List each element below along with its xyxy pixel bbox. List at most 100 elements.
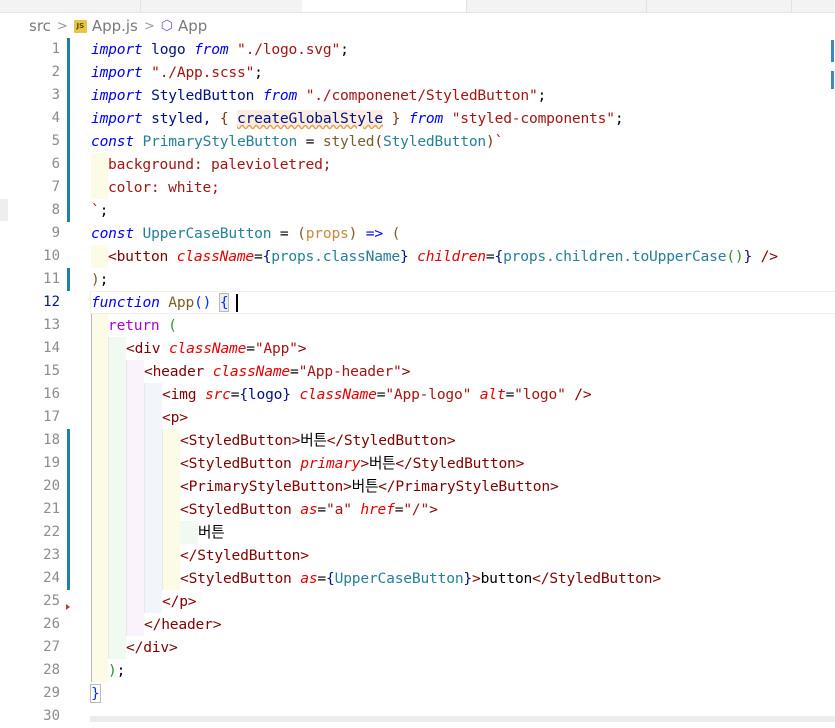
code-line[interactable]: 5 const PrimaryStyleButton = styled(Styl… bbox=[0, 130, 835, 153]
line-number: 4 bbox=[51, 110, 60, 126]
line-number: 13 bbox=[43, 317, 60, 333]
code-line[interactable]: 28 ); bbox=[0, 659, 835, 682]
code-line[interactable]: 23 </StyledButton> bbox=[0, 544, 835, 567]
code-text[interactable]: <StyledButton primary>버튼</StyledButton> bbox=[180, 455, 525, 472]
code-line[interactable]: 10 <button className={props.className} c… bbox=[0, 245, 835, 268]
code-text[interactable]: background: palevioletred; bbox=[108, 156, 332, 173]
code-text[interactable]: const PrimaryStyleButton = styled(Styled… bbox=[91, 133, 504, 150]
code-text[interactable]: } bbox=[90, 684, 101, 703]
code-text[interactable]: <div className="App"> bbox=[126, 340, 307, 357]
code-line[interactable]: 16 <img src={logo} className="App-logo" … bbox=[0, 383, 835, 406]
code-text[interactable]: return ( bbox=[108, 317, 177, 334]
git-modified-gutter bbox=[67, 429, 70, 590]
code-text[interactable]: </StyledButton> bbox=[180, 547, 309, 564]
current-line-highlight bbox=[90, 291, 835, 314]
code-text[interactable]: <PrimaryStyleButton>버튼</PrimaryStyleButt… bbox=[180, 478, 559, 495]
code-text[interactable]: </header> bbox=[144, 616, 222, 633]
tab-strip bbox=[0, 0, 835, 13]
code-line[interactable]: 2 import "./App.scss"; bbox=[0, 61, 835, 84]
code-text[interactable]: <StyledButton as="a" href="/"> bbox=[180, 501, 438, 518]
code-line[interactable]: 9 const UpperCaseButton = (props) => ( bbox=[0, 222, 835, 245]
fold-marker-icon bbox=[66, 604, 70, 610]
code-line[interactable]: 25 </p> bbox=[0, 590, 835, 613]
code-text[interactable]: <p> bbox=[162, 409, 188, 426]
code-text[interactable]: function App() { bbox=[91, 293, 230, 312]
breadcrumb-symbol[interactable]: App bbox=[178, 17, 208, 35]
horizontal-scrollbar[interactable] bbox=[90, 716, 835, 722]
tab-4[interactable] bbox=[466, 0, 647, 12]
line-number: 12 bbox=[43, 294, 60, 310]
code-line[interactable]: 8 `; bbox=[0, 199, 835, 222]
code-text[interactable]: <button className={props.className} chil… bbox=[108, 248, 778, 265]
indent-guide bbox=[108, 337, 109, 659]
indent-guide-highlight bbox=[91, 153, 108, 199]
line-number: 8 bbox=[51, 202, 60, 218]
chevron-right-icon: > bbox=[56, 18, 68, 34]
code-text[interactable]: import "./App.scss"; bbox=[91, 64, 263, 81]
code-line[interactable]: 14 <div className="App"> bbox=[0, 337, 835, 360]
code-text[interactable]: </p> bbox=[162, 593, 197, 610]
line-number: 6 bbox=[51, 156, 60, 172]
code-line[interactable]: 3 import StyledButton from "./componenet… bbox=[0, 84, 835, 107]
indent-guide bbox=[162, 429, 163, 590]
code-line[interactable]: 18 <StyledButton>버튼</StyledButton> bbox=[0, 429, 835, 452]
code-line[interactable]: 19 <StyledButton primary>버튼</StyledButto… bbox=[0, 452, 835, 475]
line-number: 30 bbox=[43, 708, 60, 724]
breadcrumb-file[interactable]: App.js bbox=[91, 17, 138, 35]
code-text[interactable]: import logo from "./logo.svg"; bbox=[91, 41, 349, 58]
line-number: 10 bbox=[43, 248, 60, 264]
code-line[interactable]: 22 버튼 bbox=[0, 521, 835, 544]
code-line[interactable]: 21 <StyledButton as="a" href="/"> bbox=[0, 498, 835, 521]
code-line[interactable]: 13 return ( bbox=[0, 314, 835, 337]
indent-guide bbox=[126, 360, 127, 636]
line-number: 29 bbox=[43, 685, 60, 701]
text-cursor bbox=[236, 294, 238, 312]
code-line[interactable]: 15 <header className="App-header"> bbox=[0, 360, 835, 383]
code-text[interactable]: const UpperCaseButton = (props) => ( bbox=[91, 225, 401, 242]
code-text[interactable]: color: white; bbox=[108, 179, 220, 196]
tab-2[interactable] bbox=[140, 0, 303, 12]
overview-ruler-mark bbox=[831, 40, 834, 62]
code-text[interactable]: ); bbox=[108, 662, 126, 679]
code-line[interactable]: 30 bbox=[0, 705, 835, 728]
chevron-right-icon: > bbox=[143, 18, 155, 34]
breadcrumb-folder[interactable]: src bbox=[29, 17, 51, 35]
code-text[interactable]: import StyledButton from "./componenet/S… bbox=[91, 87, 547, 104]
indent-guide-highlight bbox=[180, 521, 198, 544]
tab-1[interactable] bbox=[0, 0, 141, 12]
git-modified-gutter bbox=[67, 268, 70, 291]
line-number: 7 bbox=[51, 179, 60, 195]
line-number: 15 bbox=[43, 363, 60, 379]
code-line[interactable]: 27 </div> bbox=[0, 636, 835, 659]
code-line[interactable]: 7 color: white; bbox=[0, 176, 835, 199]
code-text[interactable]: <img src={logo} className="App-logo" alt… bbox=[162, 386, 592, 403]
line-number: 3 bbox=[51, 87, 60, 103]
code-line[interactable]: 20 <PrimaryStyleButton>버튼</PrimaryStyleB… bbox=[0, 475, 835, 498]
line-number: 11 bbox=[43, 271, 60, 287]
code-line[interactable]: 24 <StyledButton as={UpperCaseButton}>bu… bbox=[0, 567, 835, 590]
indent-guide-highlight bbox=[91, 314, 108, 682]
code-text[interactable]: </div> bbox=[126, 639, 178, 656]
line-number: 9 bbox=[51, 225, 60, 241]
indent-guide-highlight bbox=[144, 383, 162, 613]
tab-active[interactable] bbox=[302, 0, 467, 12]
line-number: 16 bbox=[43, 386, 60, 402]
tab-5[interactable] bbox=[646, 0, 792, 12]
code-line[interactable]: 26 </header> bbox=[0, 613, 835, 636]
code-line[interactable]: 17 <p> bbox=[0, 406, 835, 429]
code-text[interactable]: `; bbox=[91, 202, 109, 219]
code-line[interactable]: 11 ); bbox=[0, 268, 835, 291]
code-line-current[interactable]: 12 function App() { bbox=[0, 291, 835, 314]
code-text[interactable]: ); bbox=[91, 271, 109, 288]
code-line[interactable]: 1 import logo from "./logo.svg"; bbox=[0, 38, 835, 61]
code-editor[interactable]: 1 import logo from "./logo.svg"; 2 impor… bbox=[0, 38, 835, 724]
code-text[interactable]: 버튼 bbox=[198, 524, 225, 541]
code-line[interactable]: 29 } bbox=[0, 682, 835, 705]
code-text[interactable]: import styled, { createGlobalStyle } fro… bbox=[91, 110, 624, 127]
code-line[interactable]: 4 import styled, { createGlobalStyle } f… bbox=[0, 107, 835, 130]
code-text[interactable]: <StyledButton as={UpperCaseButton}>butto… bbox=[180, 570, 661, 587]
code-text[interactable]: <header className="App-header"> bbox=[144, 363, 411, 380]
code-text[interactable]: <StyledButton>버튼</StyledButton> bbox=[180, 432, 456, 449]
code-line[interactable]: 6 background: palevioletred; bbox=[0, 153, 835, 176]
indent-guide-highlight bbox=[108, 337, 126, 659]
